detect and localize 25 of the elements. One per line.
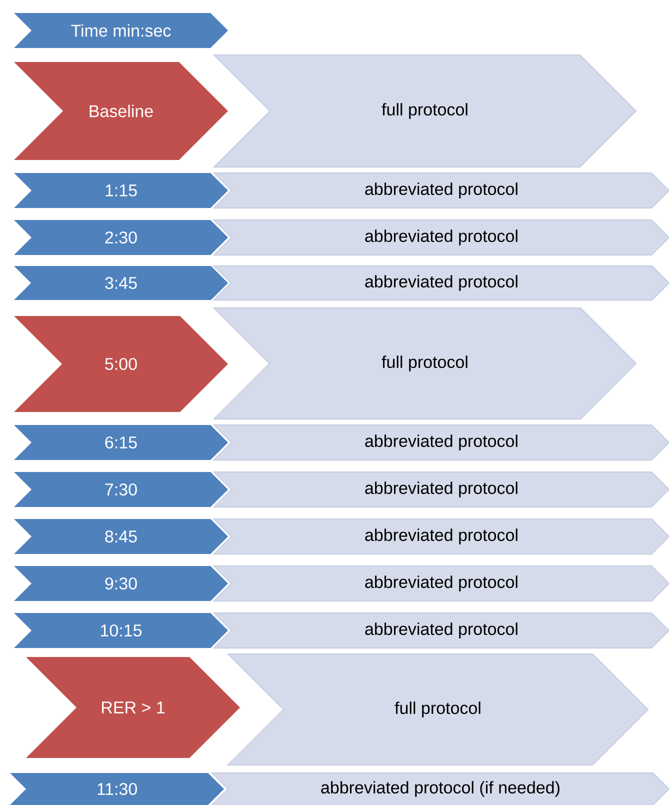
time-label-box: 8:45 <box>14 519 228 554</box>
time-label-box: 11:30 <box>10 773 224 805</box>
protocol-band: full protocol <box>212 307 637 420</box>
protocol-band: abbreviated protocol <box>212 424 669 461</box>
milestone-label-box: Baseline <box>14 62 228 160</box>
time-label-box: 7:30 <box>14 472 228 507</box>
protocol-band: abbreviated protocol <box>212 565 669 602</box>
protocol-band: abbreviated protocol <box>212 471 669 508</box>
time-label-box: 1:15 <box>14 173 228 208</box>
milestone-label-box: RER > 1 <box>26 657 240 758</box>
time-label-box: 2:30 <box>14 220 228 255</box>
protocol-band: abbreviated protocol <box>212 265 669 301</box>
protocol-band: full protocol <box>212 54 637 168</box>
protocol-band: abbreviated protocol <box>212 612 669 649</box>
protocol-band: abbreviated protocol (if needed) <box>210 772 669 805</box>
protocol-band: full protocol <box>226 653 649 766</box>
protocol-band: abbreviated protocol <box>212 219 669 256</box>
time-label-box: 3:45 <box>14 266 228 300</box>
protocol-band: abbreviated protocol <box>212 172 669 209</box>
time-label-box: 10:15 <box>14 613 228 648</box>
time-label-box: 6:15 <box>14 425 228 460</box>
milestone-label-box: 5:00 <box>14 316 228 412</box>
time-label-box: Time min:sec <box>14 12 228 48</box>
protocol-band: abbreviated protocol <box>212 518 669 555</box>
time-label-box: 9:30 <box>14 566 228 601</box>
